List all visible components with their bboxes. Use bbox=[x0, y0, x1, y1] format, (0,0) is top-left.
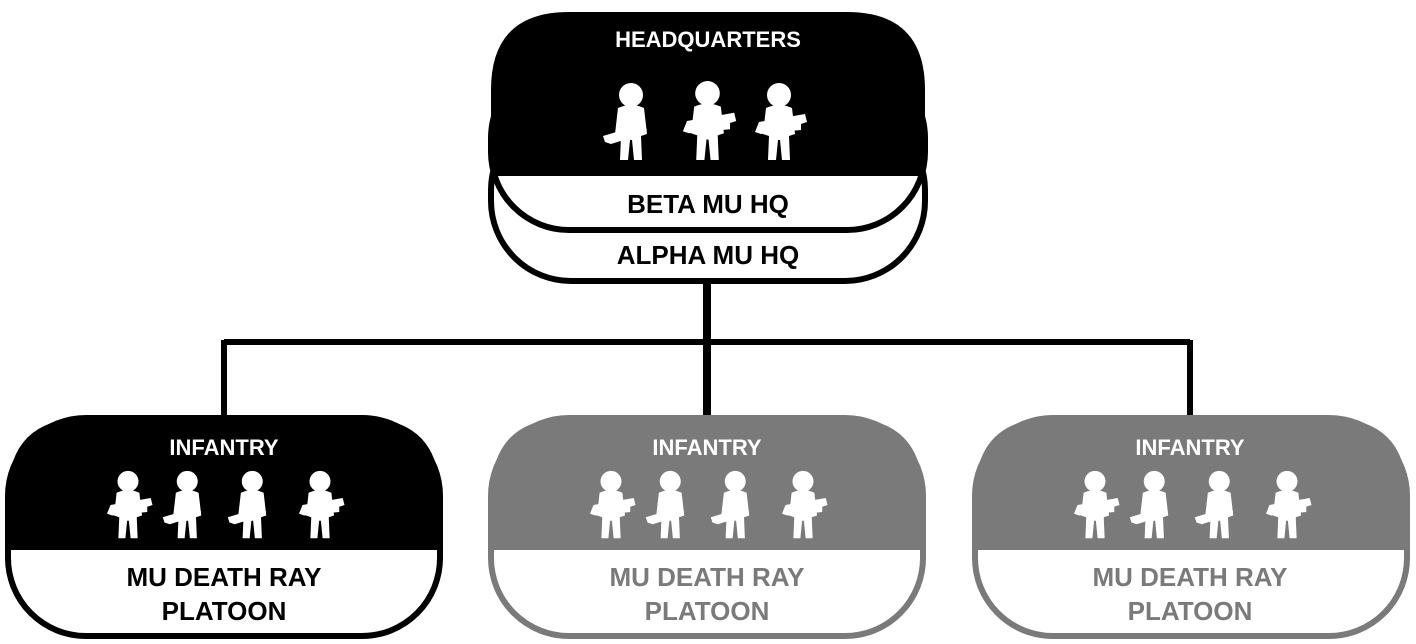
hq-figures bbox=[603, 81, 807, 160]
unit-name-line1: MU DEATH RAY bbox=[1092, 562, 1287, 592]
hq-title: HEADQUARTERS bbox=[615, 27, 801, 52]
unit-header bbox=[8, 418, 440, 550]
headquarters-node: HEADQUARTERS BETA MU HQ ALPHA MU HQ bbox=[488, 12, 928, 284]
unit-header bbox=[975, 418, 1407, 550]
unit-node-3: INFANTRY MU DEATH RAY PLATOON bbox=[972, 415, 1410, 639]
connector-lines bbox=[221, 282, 1193, 420]
unit-title: INFANTRY bbox=[169, 435, 279, 460]
hq-layer-beta-label: BETA MU HQ bbox=[627, 189, 789, 219]
unit-name-line1: MU DEATH RAY bbox=[126, 562, 321, 592]
unit-title: INFANTRY bbox=[652, 435, 762, 460]
hq-layer-alpha-label: ALPHA MU HQ bbox=[617, 240, 799, 270]
unit-node-2: INFANTRY MU DEATH RAY PLATOON bbox=[488, 415, 926, 639]
unit-node-1: INFANTRY MU DEATH RAY PLATOON bbox=[5, 415, 443, 639]
unit-name-line2: PLATOON bbox=[645, 596, 770, 626]
unit-header bbox=[491, 418, 923, 550]
unit-name-line2: PLATOON bbox=[1128, 596, 1253, 626]
unit-name-line1: MU DEATH RAY bbox=[609, 562, 804, 592]
unit-name-line2: PLATOON bbox=[162, 596, 287, 626]
unit-title: INFANTRY bbox=[1135, 435, 1245, 460]
